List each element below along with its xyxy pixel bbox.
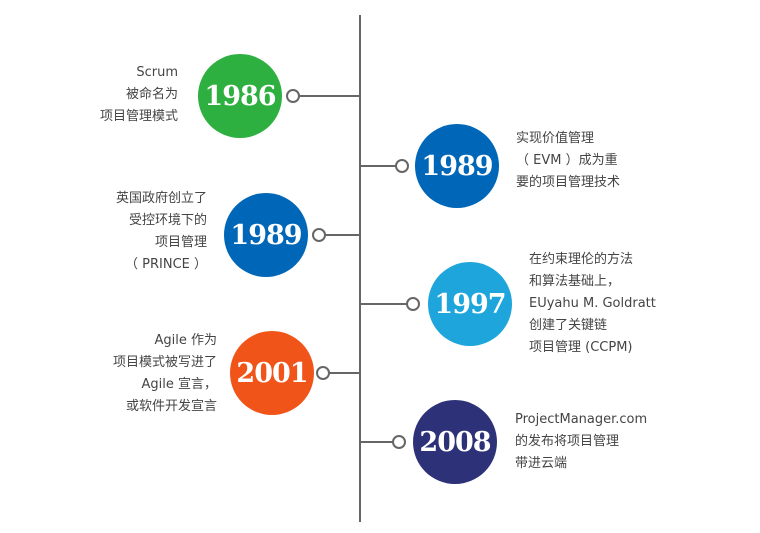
description-line: 项目管理模式	[99, 109, 178, 124]
connector-dot	[392, 435, 406, 449]
event-description: ProjectManager.com 的发布将项目管理带进云端	[515, 409, 647, 475]
year-circle: 2008	[413, 400, 497, 484]
description-line: Agile 作为	[154, 333, 218, 348]
year-circle: 2001	[230, 331, 314, 415]
description-line: 创建了关键链	[529, 318, 608, 333]
connector-dot	[406, 297, 420, 311]
connector-dot	[395, 159, 409, 173]
connector-dot	[316, 366, 330, 380]
description-line: 或软件开发宣言	[125, 399, 217, 414]
connector-line	[360, 441, 399, 443]
year-circle: 1989	[224, 193, 308, 277]
connector-line	[323, 372, 360, 374]
timeline-axis	[359, 15, 361, 522]
description-line: 项目管理	[154, 235, 207, 250]
description-line: 在约束理伦的方法	[529, 252, 634, 267]
description-line: 受控环境下的	[128, 213, 207, 228]
event-description: Agile 作为项目模式被写进了 Agile 宣言， 或软件开发宣言	[113, 330, 217, 418]
description-line: 被命名为	[125, 87, 178, 102]
description-line: 要的项目管理技术	[516, 175, 621, 190]
event-description: Scrum 被命名为项目管理模式	[100, 62, 178, 128]
connector-dot	[312, 228, 326, 242]
description-line: Agile 宣言，	[141, 377, 218, 392]
description-line: （ PRINCE ）	[125, 257, 207, 272]
description-line: 项目模式被写进了	[112, 355, 217, 370]
description-line: Scrum	[136, 65, 178, 80]
year-circle: 1997	[428, 262, 512, 346]
description-line: 带进云端	[515, 456, 568, 471]
connector-dot	[286, 89, 300, 103]
year-circle: 1986	[198, 54, 282, 138]
event-description: 英国政府创立了受控环境下的项目管理 （ PRINCE ）	[116, 188, 207, 276]
connector-line	[319, 234, 360, 236]
description-line: ProjectManager.com	[515, 412, 648, 427]
connector-line	[293, 95, 360, 97]
description-line: EUyahu M. Goldratt	[529, 296, 656, 311]
description-line: 英国政府创立了	[115, 191, 207, 206]
connector-line	[360, 303, 413, 305]
connector-line	[360, 165, 402, 167]
event-description: 实现价值管理 （ EVM ）成为重要的项目管理技术	[516, 128, 620, 194]
year-circle: 1989	[415, 124, 499, 208]
description-line: 项目管理 (CCPM)	[529, 340, 633, 355]
description-line: （ EVM ）成为重	[516, 153, 618, 168]
description-line: 和算法基础上，	[529, 274, 621, 289]
description-line: 的发布将项目管理	[515, 434, 620, 449]
description-line: 实现价值管理	[516, 131, 595, 146]
event-description: 在约束理伦的方法和算法基础上， EUyahu M. Goldratt 创建了关键链项…	[529, 249, 656, 359]
